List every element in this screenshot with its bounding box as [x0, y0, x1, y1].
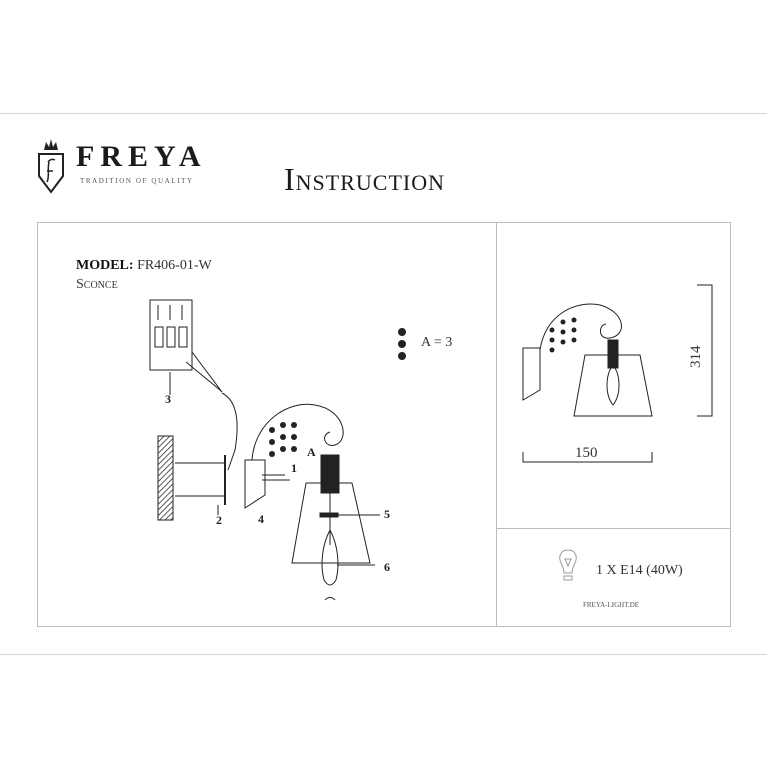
- model-value: FR406-01-W: [137, 258, 212, 273]
- part-label-2: 2: [216, 513, 222, 527]
- bulb-panel: [496, 528, 731, 627]
- wall: [157, 435, 174, 521]
- part-label-3: 3: [165, 392, 171, 406]
- candle-bulb: [321, 528, 339, 586]
- part-label-4: 4: [258, 512, 264, 526]
- part-label-6: 6: [384, 560, 390, 574]
- freya-crest-logo: [38, 139, 64, 194]
- ring: [319, 512, 339, 518]
- dimension-height: 314: [688, 345, 704, 369]
- terminal-block-detail: [149, 299, 223, 395]
- brand-name: FREYA: [76, 140, 207, 173]
- socket: [320, 454, 340, 494]
- assembly-diagram: [149, 299, 406, 601]
- canopy: [244, 459, 266, 509]
- page-top-rule: [0, 113, 767, 114]
- part-label-5: 5: [384, 507, 390, 521]
- model-line: MODEL: FR406-01-W: [76, 259, 212, 273]
- arm: [251, 403, 344, 461]
- dimension-diagram: [522, 284, 713, 463]
- wire: [221, 392, 238, 471]
- page-title: Instruction: [284, 161, 445, 197]
- light-bulb-icon: [559, 549, 577, 581]
- model-label: MODEL:: [76, 258, 134, 273]
- product-type: Sconce: [76, 277, 118, 292]
- part-label-A: A: [307, 445, 316, 459]
- bulb-spec: 1 X E14 (40W): [596, 563, 683, 578]
- website: FREYA-LIGHT.DE: [583, 601, 640, 609]
- brand-tagline: TRADITION OF QUALITY: [80, 177, 194, 185]
- shade: [291, 482, 371, 564]
- crystal-legend: [398, 328, 406, 360]
- part-label-1: 1: [291, 461, 297, 475]
- crystal-count-note: A = 3: [421, 335, 453, 350]
- page-bottom-rule: [0, 654, 767, 655]
- dimension-width: 150: [575, 445, 598, 461]
